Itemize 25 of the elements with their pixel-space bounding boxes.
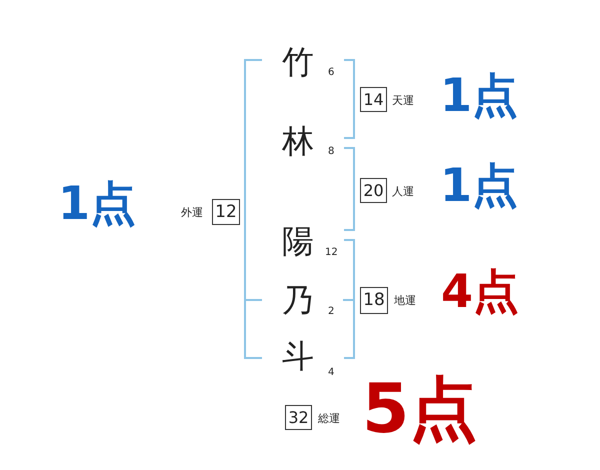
stroke-count: 4	[328, 368, 334, 378]
number-box: 14	[360, 87, 387, 112]
fortune-label: 天運	[392, 95, 414, 106]
name-character: 林	[280, 123, 316, 159]
fortune-label: 外運	[181, 207, 203, 218]
number-box: 32	[285, 405, 312, 430]
number-box: 18	[360, 287, 388, 314]
name-character: 陽	[280, 223, 316, 259]
number-box: 20	[360, 178, 387, 203]
score-text: 1点	[440, 162, 518, 208]
score-text: 5点	[362, 376, 478, 444]
fortune-label: 総運	[318, 413, 340, 424]
name-character: 斗	[280, 338, 316, 374]
name-character: 乃	[280, 282, 316, 318]
score-text: 4点	[441, 268, 520, 314]
number-box: 12	[212, 199, 240, 225]
fortune-label: 地運	[394, 295, 416, 306]
stroke-count: 12	[325, 248, 338, 258]
fortune-label: 人運	[392, 186, 414, 197]
stroke-count: 2	[328, 307, 334, 317]
score-text: 1点	[58, 180, 136, 226]
stroke-count: 8	[328, 147, 334, 157]
score-text: 1点	[440, 72, 518, 118]
stroke-count: 6	[328, 68, 334, 78]
name-character: 竹	[280, 44, 316, 80]
